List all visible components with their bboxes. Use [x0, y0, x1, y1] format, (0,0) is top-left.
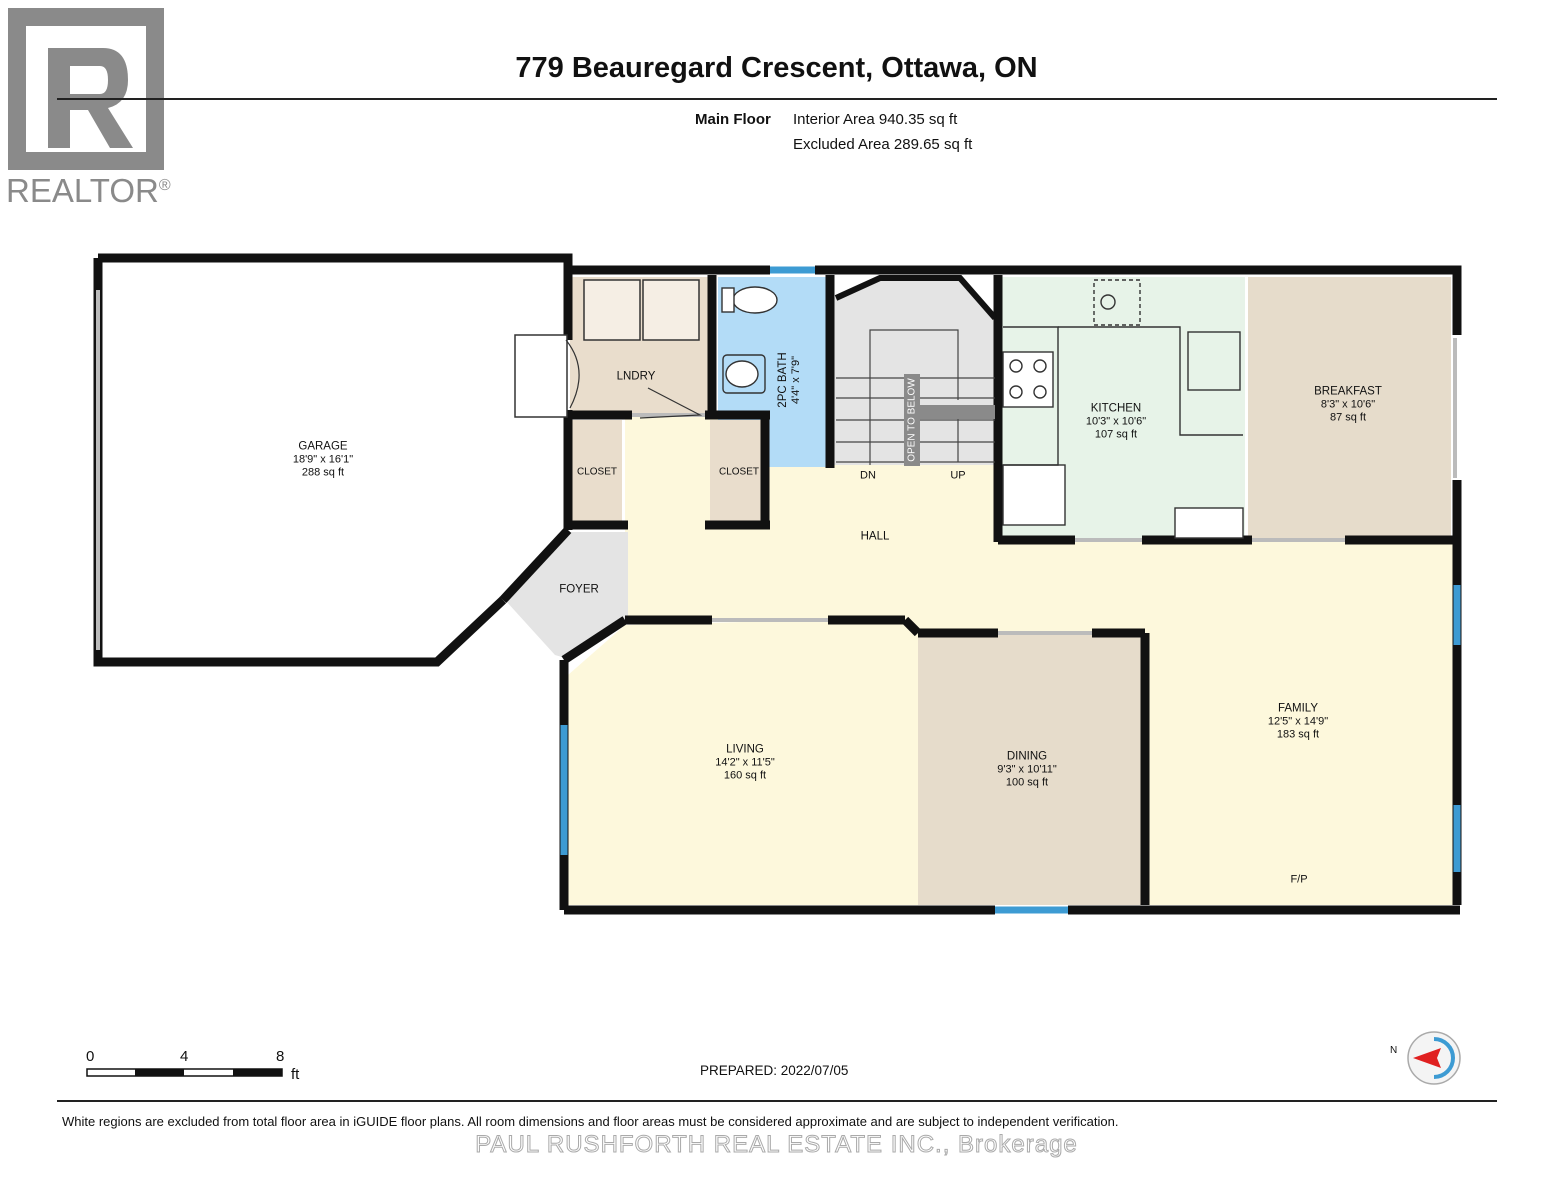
garage-step [514, 334, 568, 418]
footer-rule [57, 1100, 1497, 1102]
room-kitchen: KITCHEN 10'3" x 10'6" 107 sq ft [1085, 402, 1147, 441]
fireplace-label: F/P [1290, 873, 1308, 886]
closet-left-fill [572, 420, 622, 525]
scale-tick-4: 4 [180, 1048, 189, 1065]
room-family: FAMILY 12'5" x 14'9" 183 sq ft [1267, 702, 1329, 741]
dining-fill [918, 632, 1145, 905]
room-breakfast: BREAKFAST 8'3" x 10'6" 87 sq ft [1314, 385, 1382, 424]
garage-wall [98, 253, 573, 340]
room-dining: DINING 9'3" x 10'11" 100 sq ft [997, 750, 1057, 789]
room-closet-right: CLOSET [718, 466, 760, 478]
foyer-fill [505, 532, 628, 660]
header-rule [57, 98, 1497, 100]
prepared-date: PREPARED: 2022/07/05 [700, 1063, 849, 1078]
dryer [642, 279, 700, 341]
breakfast-fill [1248, 277, 1451, 539]
room-laundry: LNDRY [616, 370, 656, 383]
page-title: 779 Beauregard Crescent, Ottawa, ON [515, 52, 1038, 84]
realtor-wordmark: REALTOR® [6, 172, 171, 209]
toilet [732, 286, 778, 314]
brokerage-watermark: PAUL RUSHFORTH REAL ESTATE INC., Brokera… [475, 1131, 1078, 1159]
compass-icon [1407, 1031, 1461, 1085]
family-fill [1145, 540, 1455, 905]
compass-label: N [1390, 1045, 1398, 1056]
room-living: LIVING 14'2" x 11'5" 160 sq ft [715, 743, 775, 782]
open-to-below-label: OPEN TO BELOW [906, 378, 918, 462]
room-closet-left: CLOSET [576, 466, 618, 478]
closet-right-fill [710, 420, 765, 525]
excluded-area: Excluded Area 289.65 sq ft [793, 136, 973, 153]
washer [583, 279, 641, 341]
stove [1002, 351, 1054, 408]
scale-bar [86, 1068, 283, 1077]
floor-label: Main Floor [695, 111, 771, 128]
stairs-up-label: UP [950, 469, 966, 482]
scale-tick-8: 8 [276, 1048, 285, 1065]
room-hall: HALL [860, 530, 890, 543]
footer-disclaimer: White regions are excluded from total fl… [62, 1114, 1119, 1129]
scale-tick-0: 0 [86, 1048, 95, 1065]
room-garage: GARAGE 18'9" x 16'1" 288 sq ft [292, 440, 354, 479]
fridge [1002, 464, 1066, 526]
room-bath: 2PC BATH 4'4" x 7'9" [777, 352, 802, 408]
room-foyer: FOYER [559, 583, 599, 596]
stairs-down-label: DN [860, 469, 876, 482]
interior-area: Interior Area 940.35 sq ft [793, 111, 958, 128]
open-to-below-rail [904, 374, 920, 466]
counter [1003, 326, 1059, 466]
living-fill [568, 618, 918, 905]
scale-unit: ft [291, 1066, 300, 1083]
